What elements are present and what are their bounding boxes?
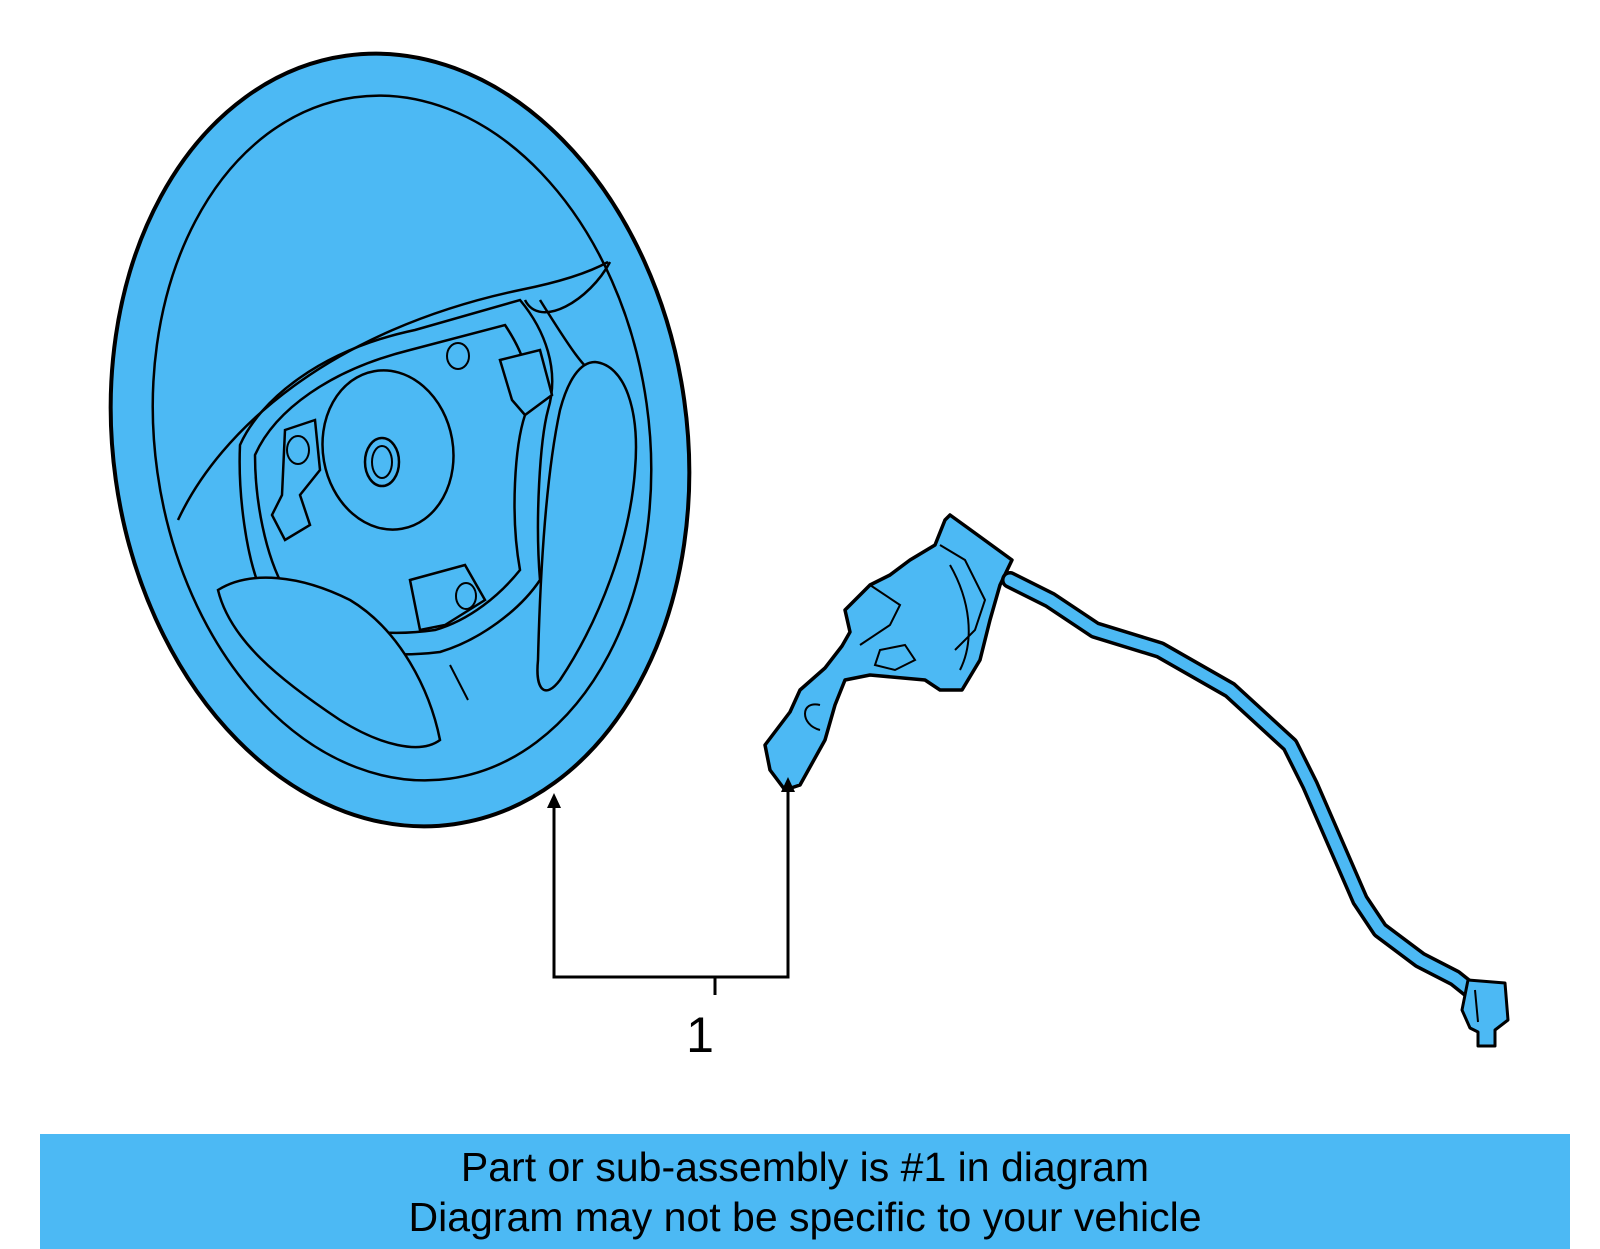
steering-wheel-pad-right — [536, 360, 638, 692]
cable-connector — [1460, 978, 1510, 1048]
callout-leader — [552, 785, 790, 995]
switch-assembly-cable — [1001, 571, 1479, 999]
disclaimer-banner: Part or sub-assembly is #1 in diagram Di… — [40, 1134, 1570, 1249]
switch-assembly — [763, 513, 1510, 1048]
banner-line-2: Diagram may not be specific to your vehi… — [408, 1193, 1202, 1240]
arrowhead-left — [547, 793, 561, 808]
steering-wheel-inner-rim — [151, 94, 653, 782]
leader-line — [552, 785, 790, 979]
steering-wheel-switch-right — [498, 348, 554, 417]
arrowhead-right — [781, 777, 795, 792]
callout-number: 1 — [686, 1007, 714, 1063]
switch-assembly-body — [763, 513, 1014, 792]
steering-wheel — [108, 51, 692, 829]
banner-line-1: Part or sub-assembly is #1 in diagram — [460, 1143, 1150, 1190]
steering-wheel-switch-bottom — [408, 563, 487, 632]
steering-wheel-pad-left — [216, 576, 442, 749]
